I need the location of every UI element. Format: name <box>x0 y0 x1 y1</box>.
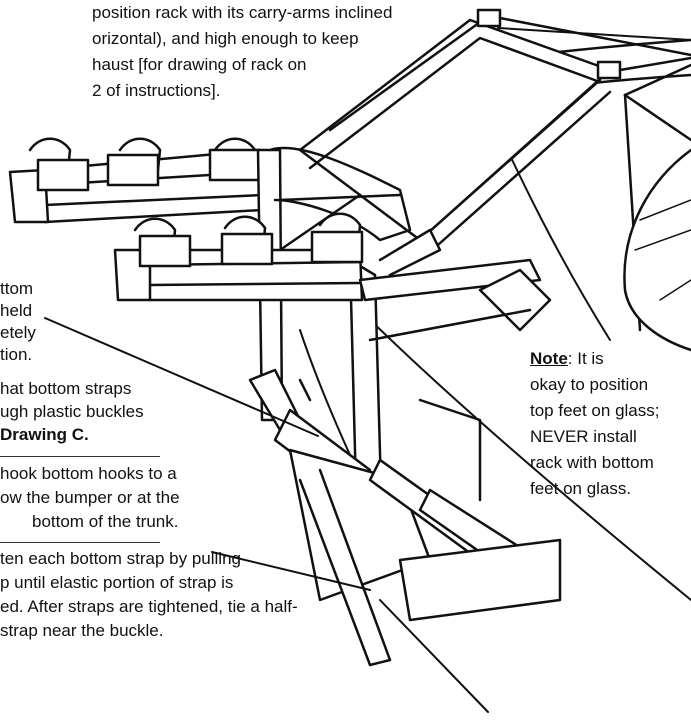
straps-line-1: hat bottom straps <box>0 379 132 398</box>
intro-line-4: 2 of instructions]. <box>92 81 221 100</box>
note-line-5: rack with bottom <box>530 453 654 472</box>
upper-carry-arm <box>8 137 264 224</box>
hooks-line-1: hook bottom hooks to a <box>0 464 177 483</box>
tighten-line-1: ten each bottom strap by pulling <box>0 549 241 568</box>
callout-lines <box>44 27 691 713</box>
lower-carry-arm <box>113 212 364 302</box>
divider-2 <box>0 542 160 543</box>
straps-line-2: ugh plastic buckles <box>0 402 144 421</box>
left-note-line-4: tion. <box>0 345 33 364</box>
lower-legs <box>248 368 562 667</box>
left-note-line-3: etely <box>0 323 36 342</box>
side-bar <box>358 228 552 342</box>
tighten-line-3: ed. After straps are tightened, tie a ha… <box>0 597 298 616</box>
tighten-line-2: p until elastic portion of strap is <box>0 573 234 592</box>
hooks-line-2: ow the bumper or at the <box>0 488 180 507</box>
left-note-line-1: ttom <box>0 279 34 298</box>
note-line-4: NEVER install <box>530 427 637 446</box>
tighten-line-4: strap near the buckle. <box>0 621 164 640</box>
top-rails <box>298 8 691 254</box>
hooks-line-3: bottom of the trunk. <box>32 512 179 531</box>
intro-line-1: position rack with its carry-arms inclin… <box>92 3 393 22</box>
intro-line-3: haust [for drawing of rack on <box>92 55 307 74</box>
straps-line-3: Drawing C. <box>0 425 89 444</box>
left-note-line-2: held <box>0 301 33 320</box>
note-line-1-rest: : It is <box>567 349 604 368</box>
divider-1 <box>0 456 160 457</box>
note-line-6: feet on glass. <box>530 479 632 498</box>
note-label: Note <box>530 349 568 368</box>
intro-line-2: orizontal), and high enough to keep <box>92 29 359 48</box>
note-line-2: okay to position <box>530 375 649 394</box>
note-line-3: top feet on glass; <box>530 401 660 420</box>
note-line-1: Note: It is <box>530 348 604 369</box>
detail-magnifier <box>623 63 691 352</box>
